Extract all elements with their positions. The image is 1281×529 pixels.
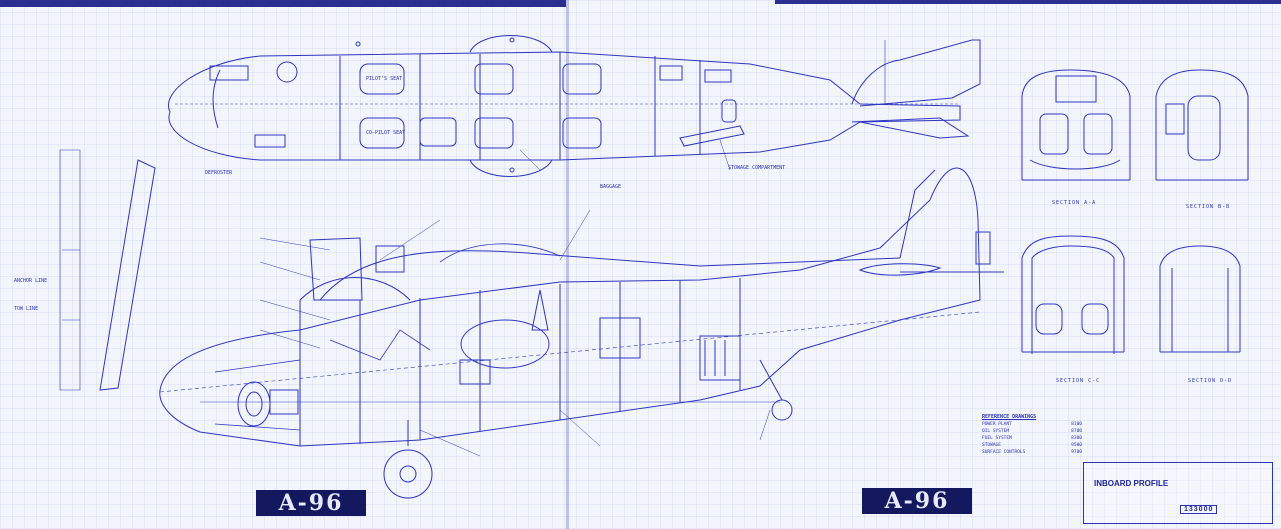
- reference-number: 9700: [1071, 450, 1082, 455]
- reference-row: SURFACE CONTROLS 9700: [982, 449, 1082, 456]
- designation-plate-right: A-96: [862, 488, 972, 514]
- leader-lines: [259, 139, 771, 457]
- reference-drawings-block: REFERENCE DRAWINGS POWER PLANT 8100 OIL S…: [982, 414, 1082, 456]
- reference-row: POWER PLANT 8100: [982, 421, 1082, 428]
- section-aa-label: SECTION A-A: [1052, 200, 1097, 206]
- reference-number: 8700: [1071, 429, 1082, 434]
- reference-name: SURFACE CONTROLS: [982, 450, 1026, 455]
- plan-view-tail: [851, 39, 981, 139]
- reference-number: 8100: [1071, 422, 1082, 427]
- tow-line-label: TOW LINE: [14, 306, 39, 312]
- side-elevation-hull: [159, 167, 1004, 499]
- reference-number: 9500: [1071, 443, 1082, 448]
- copilot-seat-label: CO-PILOT SEAT: [366, 130, 406, 136]
- section-bb-view: [1155, 69, 1249, 181]
- pilot-seat-label: PILOT'S SEAT: [366, 76, 403, 82]
- reference-name: FUEL SYSTEM: [982, 436, 1012, 441]
- designation-plate-left: A-96: [256, 490, 366, 516]
- baggage-label: BAGGAGE: [600, 184, 622, 190]
- reference-row: OIL SYSTEM 8700: [982, 428, 1082, 435]
- section-dd-label: SECTION D-D: [1188, 378, 1233, 384]
- reference-number: 8300: [1071, 436, 1082, 441]
- top-border-left: [0, 0, 566, 7]
- title-block: INBOARD PROFILE 133000: [1083, 462, 1273, 524]
- section-aa-view: [1021, 69, 1131, 181]
- reference-row: STOWAGE 9500: [982, 442, 1082, 449]
- top-border-right: [775, 0, 1281, 4]
- reference-name: STOWAGE: [982, 443, 1001, 448]
- section-cc-view: [1021, 235, 1125, 354]
- wing-outline-left: [59, 149, 156, 391]
- drawing-title: INBOARD PROFILE: [1094, 479, 1169, 488]
- reference-drawings-heading: REFERENCE DRAWINGS: [982, 414, 1037, 420]
- reference-row: FUEL SYSTEM 8300: [982, 435, 1082, 442]
- reference-name: OIL SYSTEM: [982, 429, 1010, 434]
- section-cc-label: SECTION C-C: [1056, 378, 1101, 384]
- plan-view-fuselage: [168, 35, 961, 177]
- sheet-seam: [566, 0, 569, 529]
- stowage-label: STOWAGE COMPARTMENT: [728, 165, 786, 171]
- section-dd-view: [1159, 245, 1241, 353]
- reference-name: POWER PLANT: [982, 422, 1012, 427]
- defroster-label: DEFROSTER: [205, 170, 233, 176]
- section-bb-label: SECTION B-B: [1186, 204, 1231, 210]
- anchor-line-label: ANCHOR LINE: [14, 278, 48, 284]
- drawing-number: 133000: [1180, 505, 1218, 514]
